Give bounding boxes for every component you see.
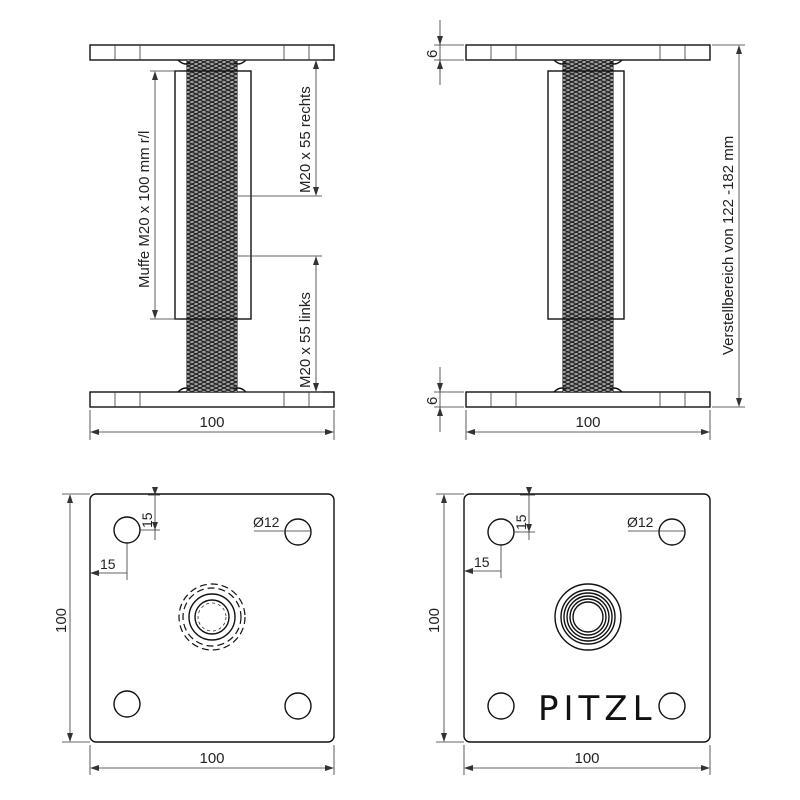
plate-thickness-top: 6	[424, 50, 441, 58]
hole-dim: Ø12	[627, 514, 654, 530]
mounting-hole	[487, 518, 515, 546]
front-view-right: 6 6 Verstellbereich von 122 -182 mm 100	[424, 20, 745, 440]
offset-y-dim: 15	[513, 514, 529, 530]
offset-y-dim: 15	[139, 512, 155, 528]
base-plate	[463, 493, 711, 743]
plan-view-right: 15 15 Ø12 PITZL 100 100	[426, 487, 711, 775]
sleeve	[547, 70, 625, 320]
brand-logo-text: PITZL	[538, 689, 657, 729]
base-plate	[89, 493, 335, 743]
offset-x-dim: 15	[100, 556, 116, 572]
mounting-hole	[284, 692, 312, 720]
mounting-hole	[658, 692, 686, 720]
hidden-sleeve-outline	[178, 583, 246, 651]
mounting-hole	[658, 518, 686, 546]
width-dimension: 100	[575, 414, 600, 431]
mounting-hole	[113, 516, 141, 544]
thread-right-label: M20 x 55 rechts	[297, 86, 314, 193]
height-dimension: 100	[53, 608, 70, 633]
width-dimension: 100	[199, 750, 224, 767]
thread-left-label: M20 x 55 links	[297, 292, 314, 388]
sleeve	[174, 70, 252, 320]
offset-x-dim: 15	[474, 554, 490, 570]
mounting-hole	[284, 518, 312, 546]
width-dimension: 100	[199, 414, 224, 431]
range-label: Verstellbereich von 122 -182 mm	[720, 136, 737, 355]
top-plate	[89, 44, 335, 61]
top-plate	[465, 44, 711, 61]
sleeve-label: Muffe M20 x 100 mm r/l	[136, 131, 153, 288]
plate-thickness-bottom: 6	[424, 397, 441, 405]
mounting-hole	[487, 692, 515, 720]
center-nut	[554, 583, 622, 651]
bottom-plate	[465, 391, 711, 408]
hole-dim: Ø12	[253, 514, 280, 530]
width-dimension: 100	[574, 750, 599, 767]
bottom-plate	[89, 391, 335, 408]
mounting-hole	[113, 690, 141, 718]
height-dimension: 100	[426, 608, 443, 633]
front-view-left: Muffe M20 x 100 mm r/l M20 x 55 rechts M…	[89, 44, 335, 440]
plan-view-left: 15 15 Ø12 100 100	[53, 487, 335, 775]
